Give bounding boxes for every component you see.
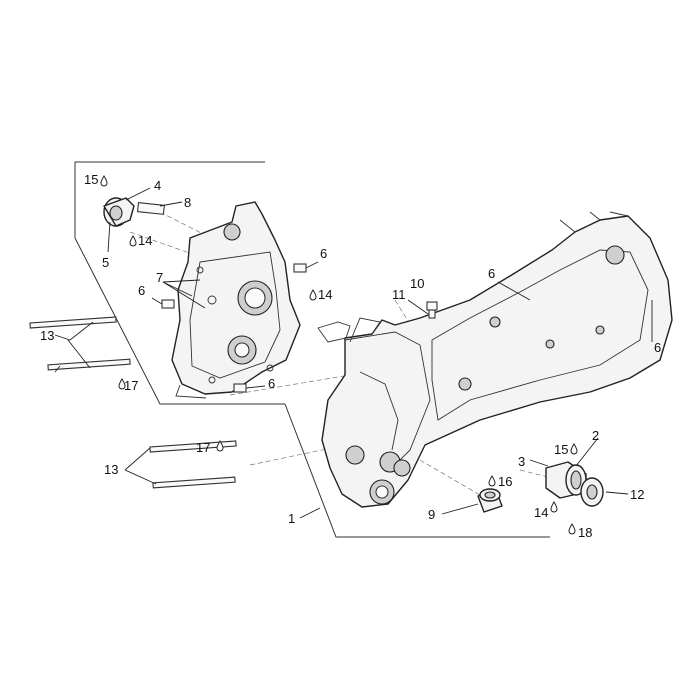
callout-2: 2 [592, 428, 599, 443]
callout-6: 6 [268, 376, 275, 391]
oil-seal-12 [580, 477, 604, 507]
callout-16: 16 [498, 474, 512, 489]
callout-6: 6 [654, 340, 661, 355]
callout-15: 15 [84, 172, 98, 187]
callout-11: 11 [392, 287, 406, 302]
main-group-frame [284, 403, 550, 538]
dowel-6-left [161, 299, 175, 309]
callout-15: 15 [554, 442, 568, 457]
callout-9: 9 [428, 507, 435, 522]
left-crankcase-half [171, 201, 301, 399]
callout-18: 18 [578, 525, 592, 540]
callout-14: 14 [318, 287, 332, 302]
callout-8: 8 [184, 195, 191, 210]
dowel-6-left-top [293, 263, 307, 273]
callout-labels: 15 4 8 14 5 6 7 14 6 13 17 6 10 11 6 6 1… [40, 172, 661, 540]
bushing-3 [545, 461, 587, 499]
callout-6: 6 [138, 283, 145, 298]
main-crankcase [317, 211, 673, 508]
grease-drop-icons [100, 175, 578, 535]
callout-17: 17 [124, 378, 138, 393]
callout-7: 7 [156, 270, 163, 285]
callout-5: 5 [102, 255, 109, 270]
callout-3: 3 [518, 454, 525, 469]
callout-12: 12 [630, 487, 644, 502]
stud-13-upper-pair [29, 316, 131, 371]
callout-6: 6 [488, 266, 495, 281]
leader-lines [54, 187, 653, 519]
callout-6: 6 [320, 246, 327, 261]
screw-10 [426, 301, 438, 319]
callout-17: 17 [196, 440, 210, 455]
dowel-6-left-bottom [233, 383, 247, 393]
callout-10: 10 [410, 276, 424, 291]
callout-14: 14 [534, 505, 548, 520]
callout-14: 14 [138, 233, 152, 248]
callout-1: 1 [288, 511, 295, 526]
callout-4: 4 [154, 178, 161, 193]
stud-13-lower-pair [149, 440, 237, 489]
callout-13: 13 [104, 462, 118, 477]
bushing-9 [477, 488, 503, 513]
left-group-frame [74, 161, 285, 405]
pin-8 [136, 202, 165, 215]
callout-13: 13 [40, 328, 54, 343]
bushing-5 [103, 197, 135, 227]
